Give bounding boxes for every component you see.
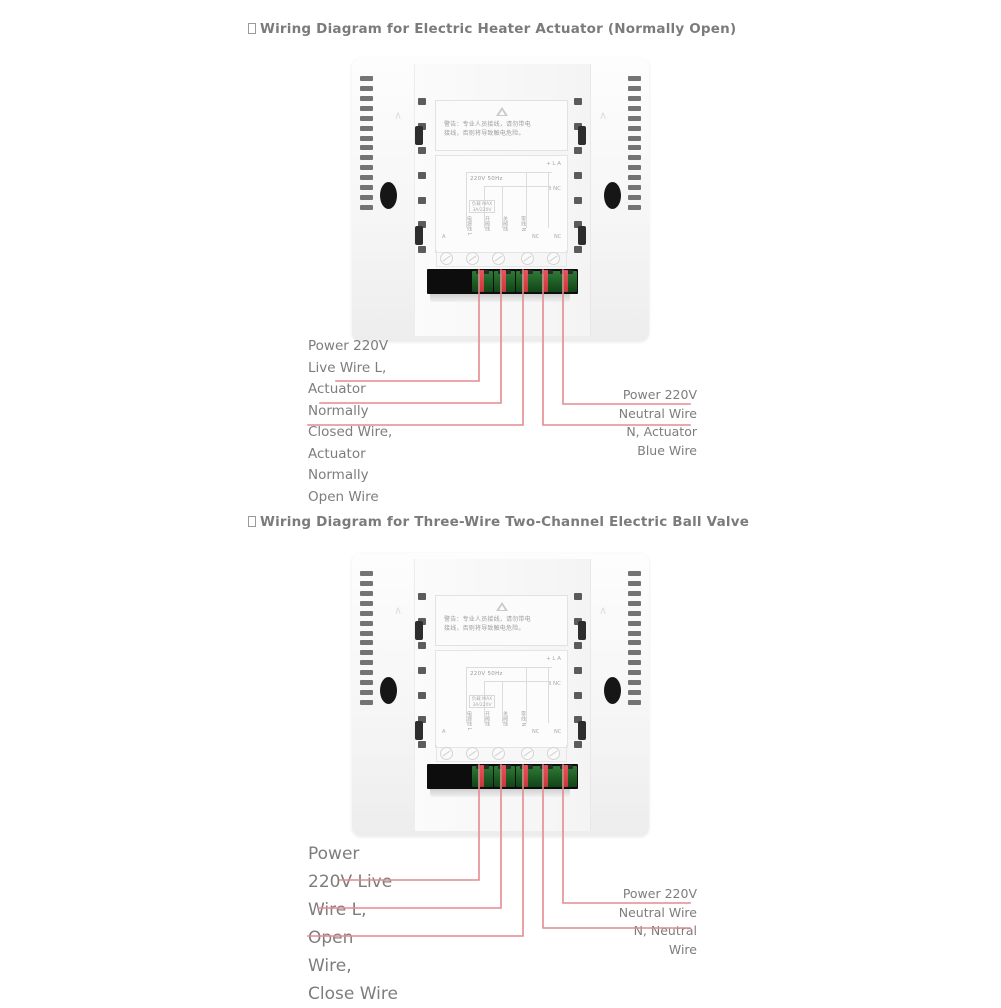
clip-large-left-bottom <box>415 226 423 245</box>
vent-column-left <box>360 76 373 210</box>
terminal-block-base <box>430 294 570 302</box>
schematic-load-chip: 负载 MAX 3A/220V <box>469 695 495 708</box>
orientation-arrow-right-icon: ∧ <box>598 604 607 617</box>
screw-hole-right-icon <box>604 182 621 209</box>
clip-large-right-bottom <box>578 721 586 740</box>
schematic-corner-label-a: + L A <box>546 161 561 167</box>
clip-large-left-top <box>415 621 423 640</box>
orientation-arrow-left-icon: ∧ <box>394 604 403 617</box>
device-heater-actuator: ∧ ∧ 警告：专业人员接线，请勿带电 接线，否则将导致触电危险。 + L A B… <box>352 58 649 341</box>
vent-column-left <box>360 571 373 705</box>
wire-pin <box>564 270 568 292</box>
terminal-screw <box>492 252 505 265</box>
diagram-title-2: Wiring Diagram for Three-Wire Two-Channe… <box>248 514 749 530</box>
schematic-load-chip: 负载 MAX 3A/220V <box>469 200 495 213</box>
schematic-wiring-lines <box>466 172 556 232</box>
wire-pin <box>480 765 484 787</box>
callout-right-heater: Power 220V Neutral Wire N, Actuator Blue… <box>618 387 697 458</box>
terminal-screw <box>440 747 453 760</box>
schematic-corner-label-b: B NC <box>547 186 561 192</box>
warning-text-line-1: 警告：专业人员接线，请勿带电 <box>444 121 531 128</box>
wire-pin <box>524 765 528 787</box>
schematic-pin-labels: 电源线 L 开阀线 关阀线 零线 N <box>466 711 526 731</box>
schematic-pin-labels: 电源线 L 开阀线 关阀线 零线 N <box>466 216 526 236</box>
terminal-screw <box>521 252 534 265</box>
callout-left-ball-valve: Power 220V Live Wire L, Open Wire, Close… <box>308 844 398 1004</box>
vent-column-right <box>628 76 641 210</box>
orientation-arrow-right-icon: ∧ <box>598 109 607 122</box>
diagram-title-1-text: Wiring Diagram for Electric Heater Actua… <box>260 21 737 37</box>
terminal-screw-row <box>436 745 567 762</box>
schematic-label: + L A B NC 220V 50Hz 负载 MAX 3A/220V 电源线 … <box>435 650 568 748</box>
clip-large-right-top <box>578 126 586 145</box>
schematic-label: + L A B NC 220V 50Hz 负载 MAX 3A/220V 电源线 … <box>435 155 568 253</box>
screw-hole-left-icon <box>380 677 397 704</box>
missing-glyph-box-icon <box>248 23 256 34</box>
clip-large-left-bottom <box>415 721 423 740</box>
wire-pin <box>502 270 506 292</box>
warning-text-line-2: 接线，否则将导致触电危险。 <box>444 130 525 137</box>
wire-pin <box>564 765 568 787</box>
device-ball-valve: ∧ ∧ 警告：专业人员接线，请勿带电 接线，否则将导致触电危险。 + L A B… <box>352 553 649 836</box>
wire-pin <box>480 270 484 292</box>
clip-large-left-top <box>415 126 423 145</box>
wire-pin <box>524 270 528 292</box>
warning-triangle-icon <box>495 107 508 116</box>
wire-pin <box>544 765 548 787</box>
wire-pin <box>544 270 548 292</box>
screw-hole-right-icon <box>604 677 621 704</box>
diagram-title-1: Wiring Diagram for Electric Heater Actua… <box>248 21 736 37</box>
terminal-block-base <box>430 789 570 797</box>
missing-glyph-box-icon <box>248 516 256 527</box>
clip-large-right-top <box>578 621 586 640</box>
terminal-screw <box>466 747 479 760</box>
warning-label: 警告：专业人员接线，请勿带电 接线，否则将导致触电危险。 <box>435 595 568 646</box>
terminal-block <box>427 764 578 789</box>
terminal-screw <box>547 747 560 760</box>
warning-triangle-icon <box>495 602 508 611</box>
terminal-block <box>427 269 578 294</box>
warning-label: 警告：专业人员接线，请勿带电 接线，否则将导致触电危险。 <box>435 100 568 151</box>
orientation-arrow-left-icon: ∧ <box>394 109 403 122</box>
schematic-wiring-lines <box>466 667 556 727</box>
terminal-screw <box>466 252 479 265</box>
terminal-screw <box>521 747 534 760</box>
terminal-screw <box>440 252 453 265</box>
callout-left-heater: Power 220V Live Wire L, Actuator Normall… <box>308 338 393 505</box>
schematic-terminal-letters: A NC NC <box>442 729 562 735</box>
schematic-terminal-letters: A NC NC <box>442 234 562 240</box>
terminal-screw-row <box>436 250 567 267</box>
diagram-title-2-text: Wiring Diagram for Three-Wire Two-Channe… <box>260 514 750 530</box>
vent-column-right <box>628 571 641 705</box>
schematic-corner-label-b: B NC <box>547 681 561 687</box>
terminal-screw <box>547 252 560 265</box>
clip-large-right-bottom <box>578 226 586 245</box>
terminal-screw <box>492 747 505 760</box>
wire-pin <box>502 765 506 787</box>
warning-text-line-1: 警告：专业人员接线，请勿带电 <box>444 616 531 623</box>
schematic-corner-label-a: + L A <box>546 656 561 662</box>
schematic-voltage-label: 220V 50Hz <box>470 671 503 677</box>
screw-hole-left-icon <box>380 182 397 209</box>
schematic-voltage-label: 220V 50Hz <box>470 176 503 182</box>
warning-text-line-2: 接线，否则将导致触电危险。 <box>444 625 525 632</box>
callout-right-ball-valve: Power 220V Neutral Wire N, Neutral Wire <box>618 886 697 957</box>
